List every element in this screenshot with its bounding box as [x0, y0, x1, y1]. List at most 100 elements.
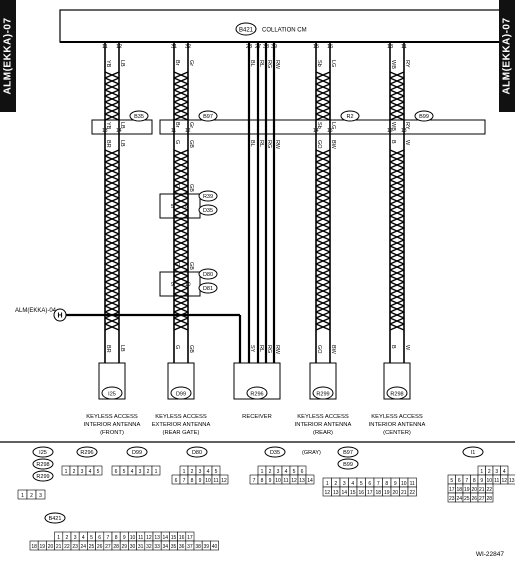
- device-label-4-2: (CENTER): [383, 430, 411, 436]
- ground-mark-circle: [53, 308, 67, 322]
- view-code-1-0: R296: [80, 450, 93, 456]
- connector-code-1: B97: [203, 114, 213, 120]
- connector-color-0-1: LB: [119, 122, 125, 129]
- pin-num-7-1-22: 40: [212, 544, 218, 550]
- pin-num-5-1-8: 20: [392, 490, 398, 496]
- view-oval-2-0: [126, 446, 148, 458]
- splice-pin-splice_b-1: 10: [185, 282, 191, 288]
- device-label-0-2: (FRONT): [100, 430, 124, 436]
- device-label-0-0: KEYLESS ACCESS: [86, 414, 138, 420]
- color-bottom-2-0: SY: [249, 345, 255, 353]
- module-name: COLLATION CM: [262, 28, 307, 34]
- pin-cell-4-1-7: [305, 474, 315, 485]
- pin-num-2-0-4: 2: [147, 469, 150, 475]
- pin-num-3-1-3: 9: [199, 478, 202, 484]
- pin-num-4-1-0: 7: [253, 478, 256, 484]
- color-bottom-0-1: LB: [119, 345, 125, 352]
- pin-num-1-0-4: 5: [97, 469, 100, 475]
- connector-pin-3-0: 14: [313, 128, 319, 134]
- splice-code-a-splice_a: R39: [203, 194, 213, 200]
- pin-num-7-1-20: 38: [195, 544, 201, 550]
- pin-num-6-1-5: 10: [486, 478, 492, 484]
- pin-num-6-2-4: 21: [479, 487, 485, 493]
- connector-pin-4-0: 12: [387, 128, 393, 134]
- pin-num-1-0-0: 1: [65, 469, 68, 475]
- device-label-3-2: (REAR): [313, 430, 333, 436]
- pin-num-5-0-9: 10: [401, 481, 407, 487]
- device-label-1-0: KEYLESS ACCESS: [155, 414, 207, 420]
- connector-code-4: B99: [419, 114, 429, 120]
- pin-num-2-0-5: 1: [155, 469, 158, 475]
- view-code-5-0: B97: [343, 450, 353, 456]
- color-top-1-0: Br: [174, 60, 180, 66]
- pin-num-5-1-4: 16: [358, 490, 364, 496]
- pin-num-6-2-0: 17: [449, 487, 455, 493]
- module-pin-0-0: 11: [102, 44, 108, 50]
- device-oval-1: [170, 386, 192, 400]
- view-oval-4-0: [264, 446, 286, 458]
- pin-num-7-0-14: 15: [171, 535, 177, 541]
- pin-num-6-0-0: 1: [480, 469, 483, 475]
- pin-num-5-0-0: 1: [326, 481, 329, 487]
- pin-num-4-1-7: 14: [307, 478, 313, 484]
- pin-num-7-1-21: 39: [204, 544, 210, 550]
- twist-lower-0: [104, 149, 120, 331]
- pin-cell-7-1-22: [210, 540, 219, 551]
- device-label-4-0: KEYLESS ACCESS: [371, 414, 423, 420]
- pin-num-7-0-9: 10: [130, 535, 136, 541]
- pin-num-2-0-2: 4: [131, 469, 134, 475]
- pin-num-4-0-2: 3: [277, 469, 280, 475]
- splice-code-b-splice_a: D35: [203, 208, 213, 214]
- pin-num-6-0-2: 3: [495, 469, 498, 475]
- device-code-2: R296: [250, 392, 263, 398]
- splice-code-b-splice_b: D81: [203, 286, 213, 292]
- module-code-oval: [235, 22, 257, 36]
- view-code-7-0: B421: [49, 516, 62, 522]
- device-label-1-1: EXTERIOR ANTENNA: [152, 422, 211, 428]
- pin-num-2-0-0: 6: [115, 469, 118, 475]
- view-oval-0-1: [32, 458, 54, 470]
- pin-num-7-0-10: 11: [138, 535, 143, 541]
- pin-num-4-1-1: 8: [261, 478, 264, 484]
- pin-num-7-0-5: 6: [98, 535, 101, 541]
- pin-num-6-1-8: 13: [509, 478, 515, 484]
- pin-num-7-0-12: 13: [154, 535, 160, 541]
- pin-num-7-1-15: 33: [154, 544, 160, 550]
- device-code-0: I25: [108, 392, 116, 398]
- pin-num-5-1-9: 21: [401, 490, 407, 496]
- color-bottom-2-2: RG: [266, 345, 272, 353]
- pin-num-7-1-16: 34: [163, 544, 169, 550]
- color-bottom-2-1: RL: [258, 345, 264, 352]
- pin-num-3-1-0: 6: [175, 478, 178, 484]
- pin-num-3-1-5: 11: [213, 478, 218, 484]
- splice-color-splice_b-0: G: [174, 262, 180, 266]
- color-bottom-0-0: BR: [105, 345, 111, 353]
- pin-num-4-1-5: 12: [291, 478, 297, 484]
- connector-pin-4-1: 13: [401, 128, 407, 134]
- connector-oval-3: [340, 110, 360, 122]
- pin-num-4-0-4: 5: [293, 469, 296, 475]
- device-label-1-2: (REAR GATE): [163, 430, 200, 436]
- pin-num-7-1-2: 20: [48, 544, 54, 550]
- view-note-4: (GRAY): [302, 450, 321, 456]
- module-pin-2-3: 39: [271, 44, 277, 50]
- view-oval-0-0: [32, 446, 54, 458]
- pin-num-7-1-9: 27: [105, 544, 111, 550]
- pin-num-5-0-10: 11: [410, 481, 415, 487]
- pin-num-5-1-1: 13: [333, 490, 339, 496]
- pin-num-7-1-19: 37: [187, 544, 193, 550]
- pin-num-7-0-13: 14: [163, 535, 169, 541]
- pin-num-0-0-2: 3: [39, 493, 42, 499]
- pin-num-7-0-15: 16: [179, 535, 185, 541]
- pin-num-6-1-0: 5: [450, 478, 453, 484]
- pin-num-6-3-4: 27: [479, 496, 485, 502]
- pin-num-5-1-7: 19: [384, 490, 390, 496]
- pin-num-7-1-1: 19: [40, 544, 46, 550]
- connector-pin-1-1: 12: [185, 128, 191, 134]
- device-oval-3: [312, 386, 334, 400]
- pin-num-7-0-16: 17: [187, 535, 193, 541]
- view-code-5-1: B99: [343, 462, 353, 468]
- color-top-2-0: BL: [249, 60, 255, 67]
- color-bottom-4-1: W: [404, 345, 410, 351]
